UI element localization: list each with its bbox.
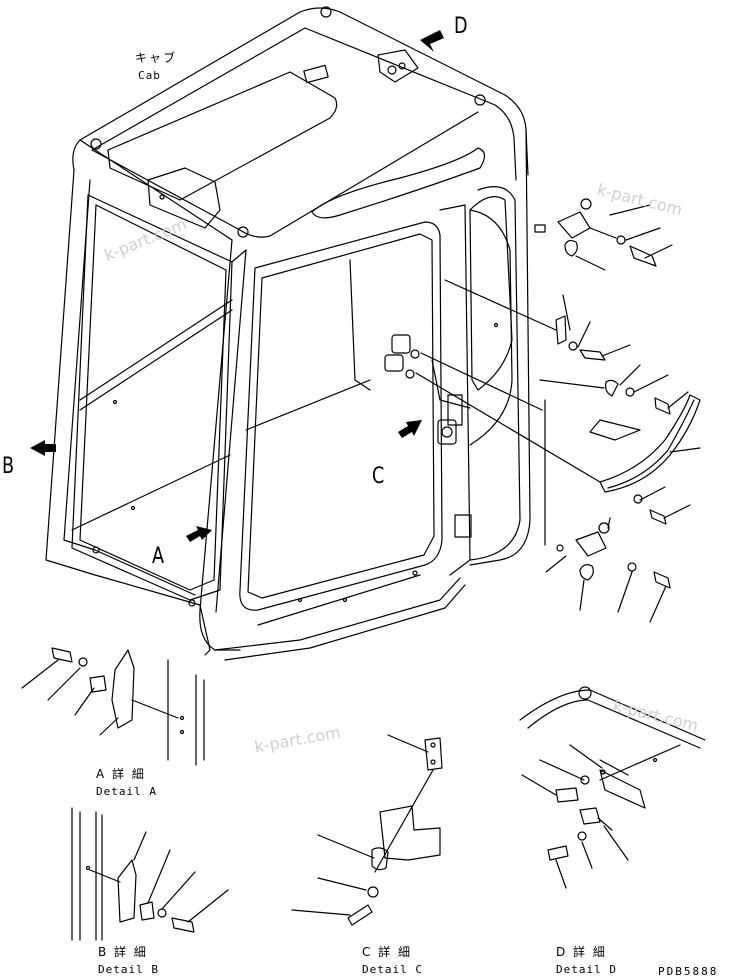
arrow-a	[186, 526, 212, 542]
detail-a	[21, 647, 205, 766]
marker-c: C	[372, 464, 385, 489]
detail-b-title-jp: B 詳 細	[98, 945, 148, 959]
detail-d-title-jp: D 詳 細	[556, 945, 607, 959]
marker-d: D	[454, 14, 468, 39]
detail-b	[71, 807, 229, 941]
cab-body	[45, 6, 531, 661]
detail-a-title-en: Detail A	[96, 785, 157, 798]
cab-title-en: Cab	[138, 69, 161, 82]
detail-d	[519, 686, 706, 889]
marker-a: A	[152, 544, 165, 569]
detail-c-title-en: Detail C	[362, 963, 423, 976]
detail-c	[291, 734, 443, 926]
arrow-c	[398, 420, 422, 438]
exploded-parts-right	[415, 198, 701, 623]
cab-title-jp: キャブ	[135, 51, 178, 65]
detail-b-title-en: Detail B	[98, 963, 159, 976]
detail-d-title-en: Detail D	[556, 963, 617, 976]
arrow-d	[420, 30, 444, 52]
detail-a-title-jp: A 詳 細	[96, 767, 146, 781]
detail-c-title-jp: C 詳 細	[362, 945, 413, 959]
arrow-b	[30, 440, 56, 456]
drawing-code: PDB5888	[658, 965, 719, 978]
indicator-arrows	[30, 30, 444, 542]
marker-b: B	[2, 454, 15, 479]
